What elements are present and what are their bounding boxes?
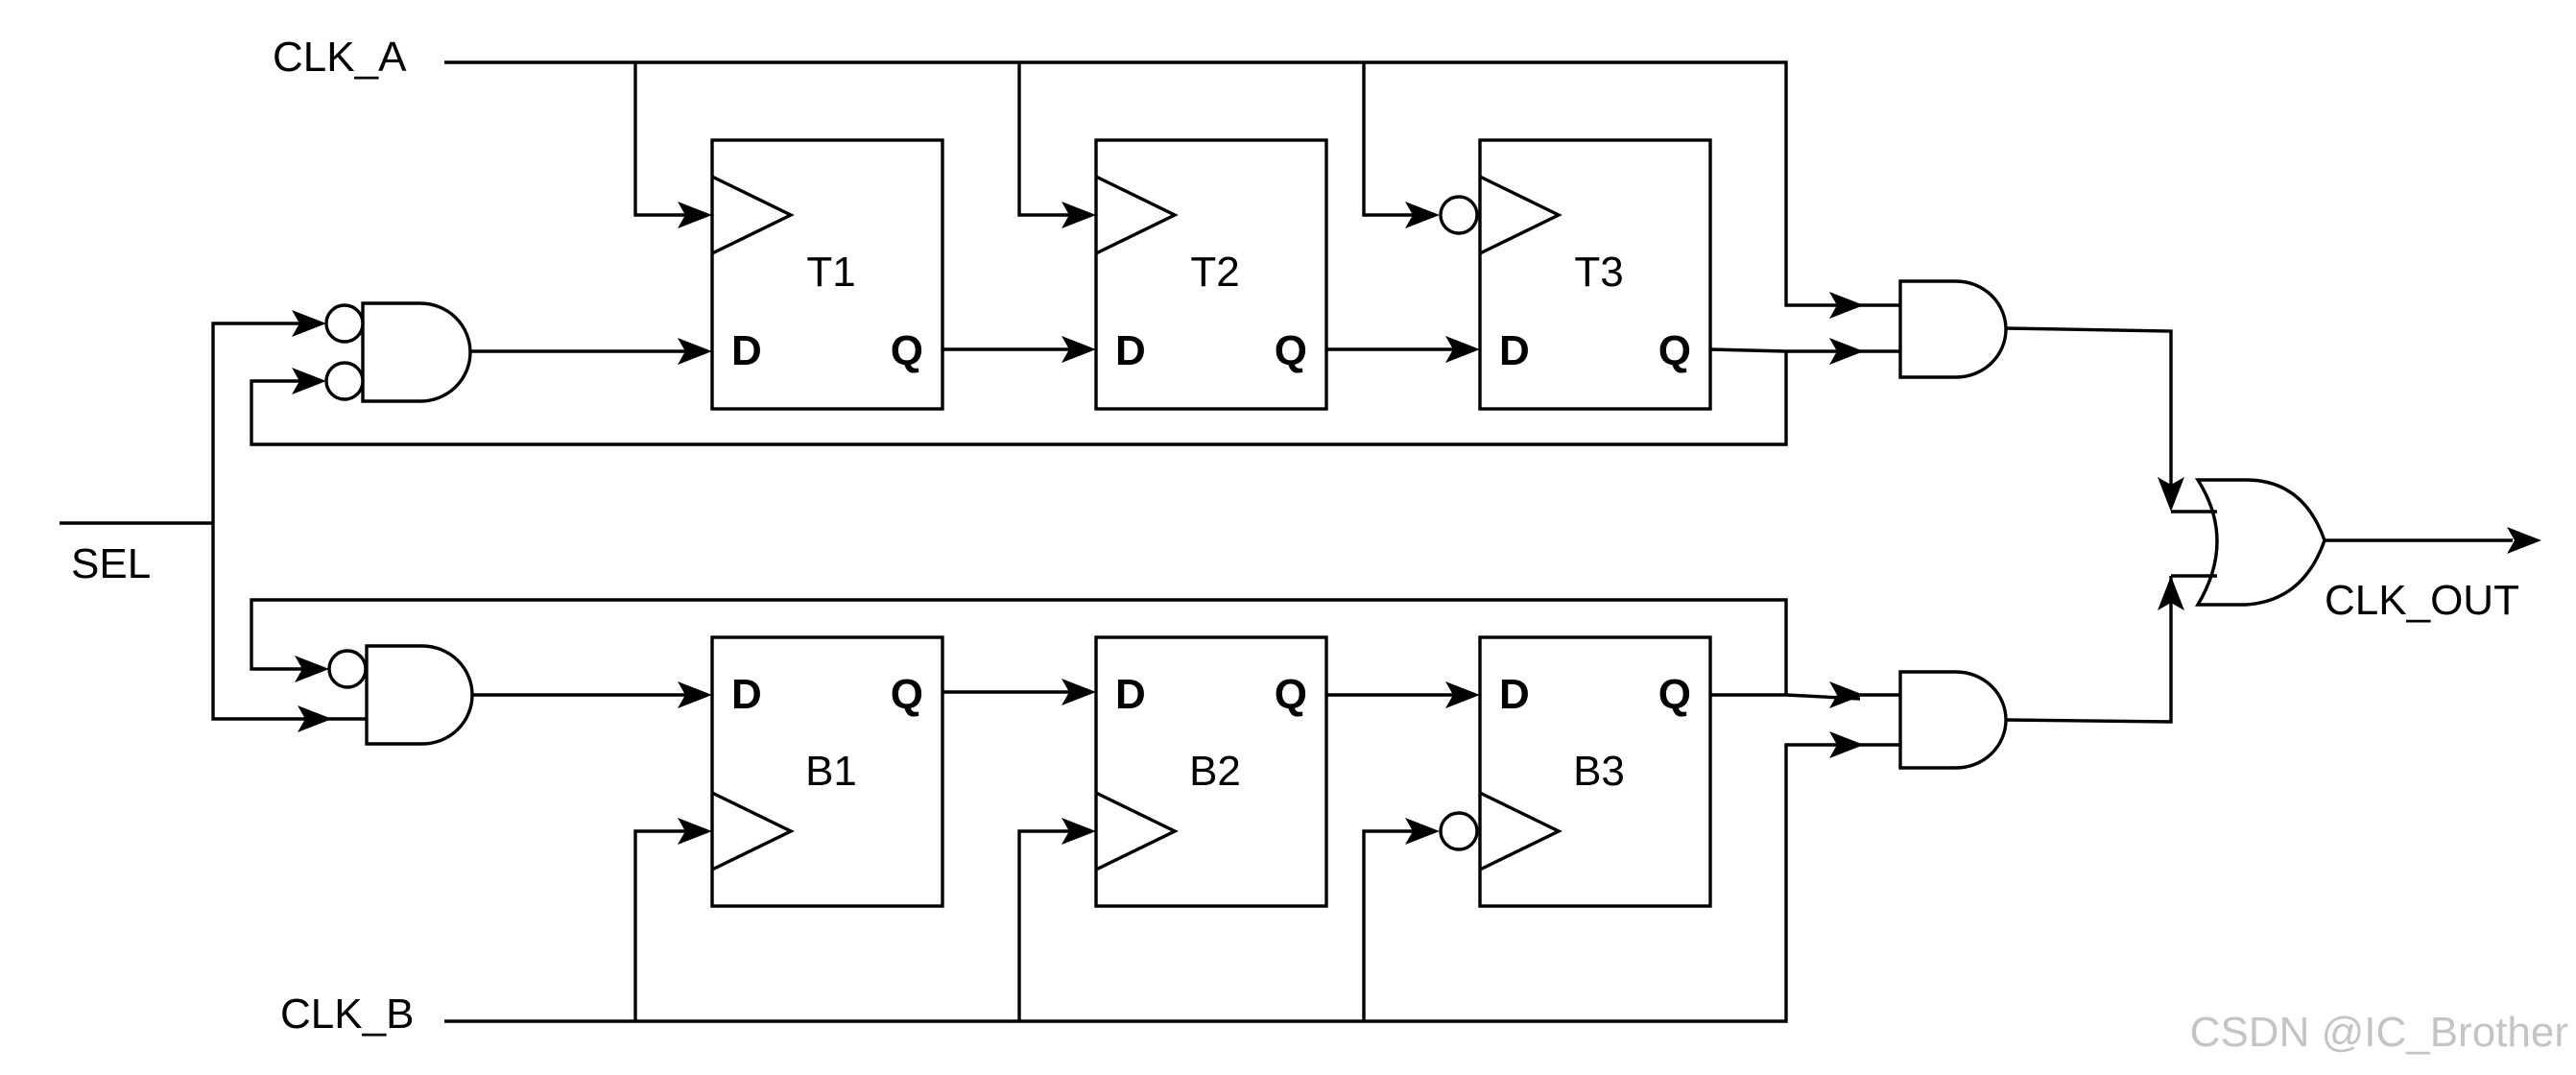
and-gate-top-select [324, 301, 472, 403]
arrow-or-in2 [2158, 576, 2184, 610]
and-b-to-or [2005, 576, 2173, 724]
arrow-t3-d [1445, 336, 1480, 363]
b3-clock-triangle [1479, 791, 1562, 872]
flipflop-t2: T2 D Q [1094, 138, 1328, 411]
b3-q-pin: Q [1658, 671, 1691, 718]
wires [60, 60, 2513, 1023]
sel-split [211, 322, 309, 721]
t1-d-pin: D [731, 327, 762, 374]
and-gate-bottom-select-body [365, 644, 474, 746]
and-gate-b-output [1860, 670, 2008, 770]
b3-label: B3 [1573, 748, 1625, 795]
watermark: CSDN @IC_Brother [2190, 1009, 2568, 1056]
arrow-and-b-in2 [1829, 731, 1864, 758]
arrow-b2-d [1061, 679, 1096, 705]
t2-clock-triangle [1095, 175, 1179, 255]
b1-label: B1 [805, 748, 857, 795]
and-gate-b-body [1898, 670, 2008, 770]
arrow-clk-a-t2 [1061, 202, 1096, 228]
b2-label: B2 [1189, 748, 1241, 795]
clk-a-to-t1 [633, 62, 693, 217]
and-a-to-or [2005, 326, 2173, 485]
flipflop-b2: B2 D Q [1094, 635, 1328, 908]
b3-d-pin: D [1499, 671, 1530, 718]
b1-body [710, 635, 944, 908]
b3-feedback [250, 598, 1788, 695]
clk-out-label: CLK_OUT [2325, 577, 2519, 624]
arrow-clk-a-t3 [1405, 202, 1440, 228]
arrow-clk-b-b3 [1405, 818, 1440, 845]
flipflop-t1: T1 D Q [710, 138, 944, 411]
t2-d-pin: D [1115, 327, 1146, 374]
t1-body [710, 138, 944, 411]
b3-body [1478, 635, 1712, 908]
b1-clock-triangle [711, 791, 795, 872]
b2-d-pin: D [1115, 671, 1146, 718]
b3-clock-inversion-bubble [1439, 811, 1479, 851]
flipflop-t3: T3 D Q [1439, 138, 1712, 411]
arrow-and-a-in1 [1829, 292, 1864, 319]
b2-clock-triangle [1095, 791, 1179, 872]
arrow-clk-b-b1 [678, 818, 712, 845]
arrowheads [292, 202, 2541, 845]
t3-clock-triangle [1479, 175, 1562, 255]
t1-clock-triangle [711, 175, 795, 255]
t3-clock-inversion-bubble [1439, 195, 1479, 235]
and-gate-a-body [1898, 279, 2008, 379]
or-gate-body [2194, 478, 2326, 607]
b1-d-pin: D [731, 671, 762, 718]
arrow-b1-d [678, 681, 712, 708]
b1-q-pin: Q [891, 671, 923, 718]
arrow-clk-out [2507, 527, 2541, 554]
flipflop-b3: B3 D Q [1439, 635, 1712, 908]
clk-a-bus [444, 60, 1860, 307]
sel-label: SEL [71, 540, 151, 587]
clk-a-to-t2 [1017, 62, 1077, 217]
t3-label: T3 [1574, 249, 1623, 296]
or-gate-output [2171, 478, 2326, 607]
arrow-and-b-in1 [1829, 681, 1864, 708]
arrow-sel-top-in1 [292, 310, 326, 337]
arrow-clk-b-b2 [1061, 818, 1096, 845]
clk-b-label: CLK_B [280, 991, 414, 1038]
b2-q-pin: Q [1275, 671, 1307, 718]
and-gate-bottom-select [326, 644, 474, 746]
t2-body [1094, 138, 1328, 411]
and-gate-bottom-input1-bubble [327, 649, 368, 689]
clk-b-to-b1 [633, 829, 693, 1021]
and-gate-top-input2-bubble [324, 361, 365, 401]
and-gate-a-output [1860, 279, 2008, 379]
clk-a-to-t3 [1362, 62, 1420, 217]
t1-label: T1 [806, 249, 855, 296]
and-gate-top-input1-bubble [324, 303, 365, 344]
t1-q-pin: Q [891, 327, 923, 374]
arrow-sel-top-in2 [292, 368, 326, 394]
arrow-b3-d [1445, 681, 1480, 708]
clk-b-to-b2 [1017, 829, 1077, 1021]
t2-q-pin: Q [1275, 327, 1307, 374]
arrow-sel-bot-in2 [298, 705, 332, 732]
arrow-and-a-in2 [1829, 338, 1864, 365]
flipflop-b1: B1 D Q [710, 635, 944, 908]
clk-a-label: CLK_A [273, 34, 407, 81]
and-gate-top-select-body [361, 301, 472, 403]
t3-d-pin: D [1499, 327, 1530, 374]
arrow-t1-d [678, 338, 712, 365]
clk-b-to-b3 [1362, 829, 1420, 1021]
arrow-clk-a-t1 [678, 202, 712, 228]
t3-feedback [250, 351, 1788, 446]
arrow-sel-bot-in1 [295, 656, 329, 682]
b2-body [1094, 635, 1328, 908]
clk-b-bus [444, 743, 1860, 1023]
t3-body [1478, 138, 1712, 411]
t3-q-pin: Q [1658, 327, 1691, 374]
arrow-t2-d [1061, 336, 1096, 363]
t2-label: T2 [1190, 249, 1239, 296]
arrow-or-in1 [2158, 477, 2184, 512]
